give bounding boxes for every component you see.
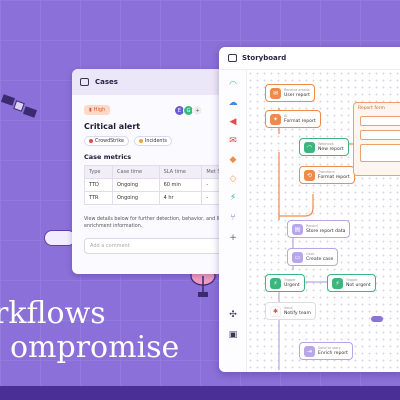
table-row: TTR Ongoing 4 hr - [84,191,230,205]
bottom-band [0,386,400,400]
report-form-preview[interactable]: Report form [353,102,400,176]
report-form-title: Report form [358,106,385,111]
megaphone-tool-icon[interactable]: ◀ [229,117,237,127]
table-cell: TTR [84,191,113,205]
node-kind: Trigger [284,277,296,282]
node-kind: Case [306,251,315,256]
cases-card: Cases ▮ High E G + Critical alert CrowdS… [72,69,230,274]
node-label: Enrich report [318,351,348,356]
signal-icon: ▮ [89,107,92,113]
column-header: SLA time [158,165,203,179]
email-icon: ✉ [270,87,281,99]
storyboard-icon [228,54,237,62]
page-tool-icon[interactable]: ▣ [228,330,238,340]
metrics-table: Type Case time SLA time Met S TTD Ongoin… [84,165,230,205]
form-field [360,144,400,162]
orange-dot-icon [139,139,143,143]
priority-label: High [93,107,106,113]
node-kind: Transform [318,169,335,174]
tag-label: CrowdStrike [95,138,124,144]
assignee-avatars[interactable]: E G + [174,105,203,116]
cases-title: Cases [95,78,118,86]
storyboard-header: Storyboard [219,47,400,70]
trigger-icon: ⚡ [270,277,281,289]
record-icon: ▤ [292,223,303,235]
form-field [360,116,400,126]
satellite-icon [0,94,38,118]
storyboard-panel: Storyboard ◠ ☁ ◀ ✉ ◆ ◇ ⚡ ⑂ + ✣ ▣ [219,47,400,372]
metrics-title: Case metrics [84,153,132,161]
column-header: Type [84,165,113,179]
slack-icon: ✱ [270,305,281,317]
tag-label: Incidents [145,138,167,144]
node-kind: Send [284,305,293,310]
case-box-icon [80,78,89,86]
tag-crowdstrike[interactable]: CrowdStrike [84,136,129,146]
table-cell: TTD [84,178,113,192]
branch-tool-icon[interactable]: ⑂ [230,213,236,223]
node-label: Format report [318,175,350,180]
trigger-icon: ⚡ [332,277,343,289]
node-label: Store report data [306,229,346,234]
cases-header: Cases [72,69,230,95]
tag-incidents[interactable]: Incidents [134,136,172,146]
cloud-tool-icon[interactable]: ☁ [228,98,238,108]
node-kind: Receive emails [284,87,310,92]
column-header: Case time [111,165,160,179]
transform-tool-icon[interactable]: ◇ [229,174,237,184]
node-kind: Trigger [346,277,358,282]
table-cell: Ongoing [111,178,160,192]
email-tool-icon[interactable]: ✉ [229,136,237,146]
priority-badge[interactable]: ▮ High [84,105,111,115]
case-description: View details below for further detection… [84,217,221,229]
node-kind: Record [306,223,318,228]
ai-icon: ✦ [270,113,281,125]
node-label: Not urgent [346,283,371,288]
shapes-tool-icon[interactable]: ◆ [229,155,237,165]
form-field [360,130,400,140]
node-label: User report [284,93,310,98]
node-label: Urgent [284,283,300,288]
node-label: Format report [284,119,316,124]
node-kind: Send to story [318,345,341,350]
tool-rail: ◠ ☁ ◀ ✉ ◆ ◇ ⚡ ⑂ + ✣ ▣ [219,70,247,372]
webhook-icon: ◠ [304,141,315,153]
add-tool-icon[interactable]: + [229,233,237,243]
table-cell: 60 min [158,178,203,192]
cursor-pill [371,316,383,322]
webhook-tool-icon[interactable]: ◠ [229,80,237,90]
node-label: New report [318,147,344,152]
comment-input[interactable]: Add a comment [84,238,230,254]
table-cell: 4 hr [158,191,203,205]
storyboard-title: Storyboard [242,54,287,62]
settings-tool-icon[interactable]: ✣ [229,310,237,320]
node-kind: AI [284,113,288,118]
red-dot-icon [89,139,93,143]
table-cell: Ongoing [111,191,160,205]
bolt-tool-icon[interactable]: ⚡ [229,193,237,203]
send-to-story-icon: ⇥ [304,345,315,357]
table-row: TTD Ongoing 60 min - [84,178,230,192]
headline-line-2: ompromise [10,330,180,365]
headline-line-1: rkflows [0,296,106,331]
case-icon: ▭ [292,251,303,263]
table-header-row: Type Case time SLA time Met S [84,165,230,179]
node-label: Create case [306,257,334,262]
transform-icon: ⟲ [304,169,315,181]
node-label: Notify team [284,311,311,316]
alert-title: Critical alert [84,122,141,131]
node-kind: Webhook [318,141,334,146]
add-assignee-button[interactable]: + [192,105,203,116]
